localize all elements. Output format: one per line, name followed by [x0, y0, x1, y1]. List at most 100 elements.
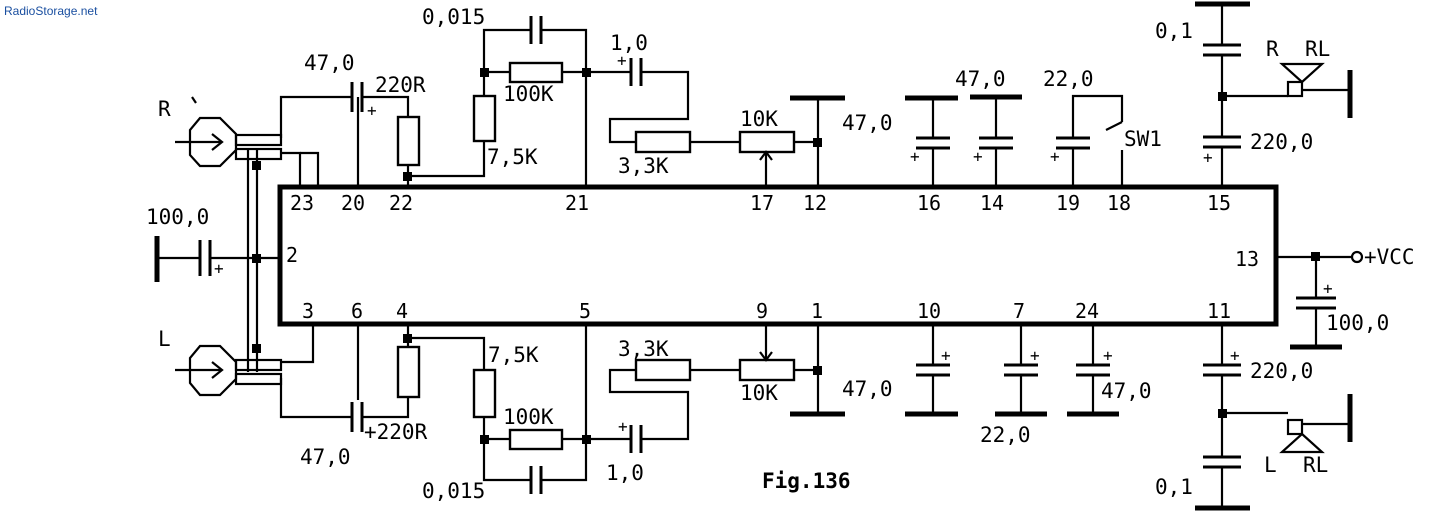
watermark: RadioStorage.net: [4, 4, 98, 18]
svg-text:+: +: [1030, 346, 1040, 365]
cap-pin14-value: 47,0: [955, 67, 1006, 91]
wire-pin23: [281, 151, 302, 187]
switch-sw1: [1105, 121, 1124, 187]
pin-23-label: 23: [290, 191, 314, 215]
pin-16-label: 16: [917, 191, 941, 215]
input-left-label: L: [158, 327, 171, 351]
svg-text:+: +: [367, 101, 377, 120]
res-100k-top-value: 100K: [503, 82, 554, 106]
pin-14-label: 14: [980, 191, 1004, 215]
wire-pin3: [281, 324, 315, 364]
input-jack-right: [175, 96, 283, 168]
res-75k-top: [472, 94, 497, 143]
vcc-label: +VCC: [1364, 245, 1415, 269]
pin-5-label: 5: [579, 299, 591, 323]
cap-220-bottom: +: [1203, 324, 1241, 456]
pin-13-label: 13: [1235, 247, 1259, 271]
res-220r-bottom-value: +220R: [364, 420, 428, 444]
res-33k-bottom: [634, 358, 692, 382]
res-220r-top-value: 220R: [375, 73, 426, 97]
switch-sw1-label: SW1: [1124, 127, 1162, 151]
pot-10k-top-value: 10K: [740, 107, 778, 131]
cap-220-top-value: 220,0: [1250, 130, 1313, 154]
pin-21-label: 21: [565, 191, 589, 215]
res-75k-top-value: 7,5K: [487, 145, 538, 169]
svg-text:+: +: [1103, 346, 1113, 365]
svg-text:+: +: [1050, 147, 1060, 166]
cap-pin19: +: [1050, 94, 1124, 187]
svg-text:+: +: [1203, 148, 1213, 167]
svg-text:+: +: [214, 259, 224, 278]
speaker-right-channel: R: [1266, 37, 1279, 61]
svg-text:+: +: [1230, 346, 1240, 365]
pin-17-label: 17: [750, 191, 774, 215]
pin-2-label: 2: [286, 243, 298, 267]
cap-input-right-value: 47,0: [304, 51, 355, 75]
res-220r-bottom: [396, 345, 421, 399]
res-33k-top-value: 3,3K: [618, 154, 669, 178]
pin-11-label: 11: [1207, 299, 1231, 323]
speaker-right-name: RL: [1305, 37, 1330, 61]
pin-15-label: 15: [1207, 191, 1231, 215]
pin-22-label: 22: [389, 191, 413, 215]
svg-text:+: +: [617, 51, 627, 70]
cap-pin24: +: [1067, 324, 1119, 417]
cap-10-top-value: 1,0: [610, 31, 648, 55]
cap-10-bottom-value: 1,0: [606, 461, 644, 485]
speaker-left: [1222, 394, 1353, 454]
cap-220-top: +: [1203, 135, 1241, 187]
cap-pin10-value: 47,0: [842, 377, 893, 401]
cap-pin14: +: [970, 94, 1022, 187]
res-220r-top: [396, 115, 421, 167]
cap-pin16-value: 47,0: [842, 111, 893, 135]
speaker-left-channel: L: [1264, 453, 1277, 477]
cap-pin7: +: [995, 324, 1047, 417]
pin-19-label: 19: [1056, 191, 1080, 215]
res-100k-bottom: [508, 428, 564, 451]
cap-01-top-value: 0,1: [1155, 19, 1193, 43]
pin-20-label: 20: [341, 191, 365, 215]
svg-text:+: +: [910, 147, 920, 166]
speaker-right: [1222, 62, 1353, 118]
cap-pin16: +: [905, 95, 958, 187]
pin-24-label: 24: [1075, 299, 1099, 323]
cap-pin2-value: 100,0: [146, 205, 209, 229]
cap-01-bottom: [1195, 455, 1250, 511]
ic-pin-labels-bottom: 3 6 4 5 9 1 10 7 24 11: [302, 299, 1231, 323]
svg-text:+: +: [1323, 279, 1333, 298]
svg-text:+: +: [618, 417, 628, 436]
ic-body: [277, 184, 1279, 327]
svg-text:+: +: [941, 346, 951, 365]
pin-4-label: 4: [396, 299, 408, 323]
vcc-supply: +: [1276, 250, 1364, 350]
cap-0015-top-value: 0,015: [422, 5, 485, 29]
cap-pin24-value: 47,0: [1101, 379, 1152, 403]
cap-pin2: +: [154, 236, 257, 282]
ic-pin-labels-top: 23 20 22 21 17 12 16 14 19 18 15: [290, 191, 1231, 215]
pin-6-label: 6: [351, 299, 363, 323]
res-75k-bottom: [472, 368, 497, 419]
cap-pin10: +: [905, 324, 958, 417]
figure-caption: Fig.136: [762, 469, 851, 493]
cap-input-left-value: 47,0: [300, 445, 351, 469]
cap-0015-bottom-value: 0,015: [422, 479, 485, 503]
cap-pin7-value: 22,0: [980, 423, 1031, 447]
pin-7-label: 7: [1013, 299, 1025, 323]
pin-12-label: 12: [803, 191, 827, 215]
cap-input-right: +: [279, 82, 410, 138]
pin-18-label: 18: [1107, 191, 1131, 215]
pot-10k-bottom-value: 10K: [740, 381, 778, 405]
res-100k-top: [508, 61, 564, 84]
cap-vcc-value: 100,0: [1326, 311, 1389, 335]
input-common-wires: [246, 150, 280, 372]
speaker-left-name: RL: [1303, 453, 1328, 477]
res-100k-bottom-value: 100K: [503, 405, 554, 429]
cap-01-bottom-value: 0,1: [1155, 475, 1193, 499]
pin-1-label: 1: [811, 299, 823, 323]
res-75k-bottom-value: 7,5K: [488, 343, 539, 367]
pot-10k-bottom: [738, 358, 796, 382]
pin-3-label: 3: [302, 299, 314, 323]
pin-10-label: 10: [917, 299, 941, 323]
cap-input-left: [279, 350, 410, 432]
cap-220-bottom-value: 220,0: [1250, 359, 1313, 383]
